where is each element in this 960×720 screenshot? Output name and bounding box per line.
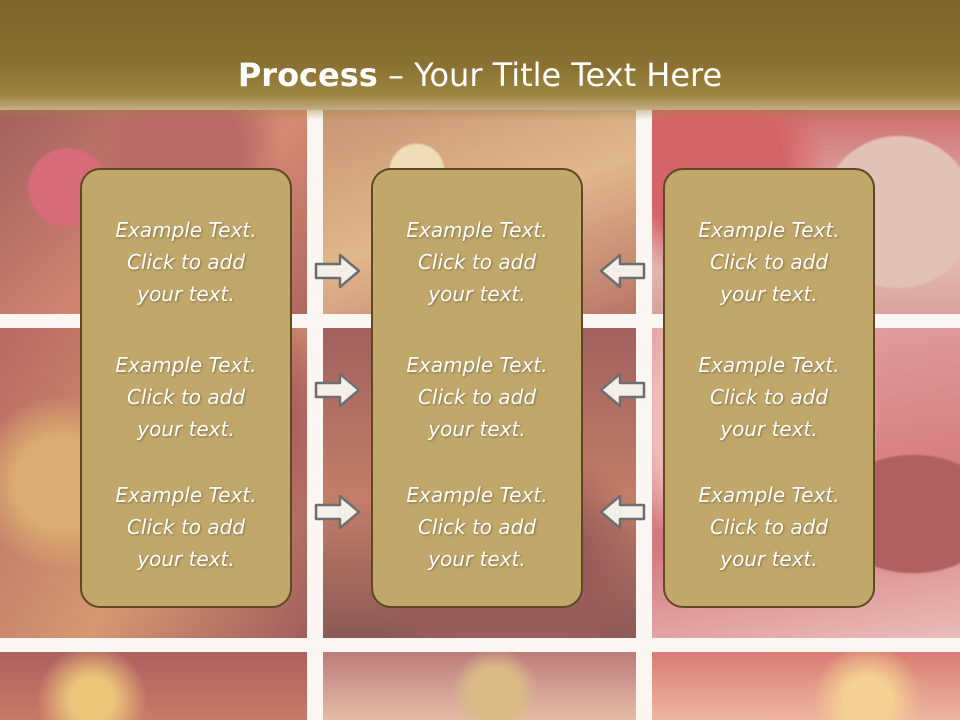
text-line: Click to add (126, 385, 246, 409)
text-line: Example Text. (406, 483, 548, 507)
collage-photo (652, 652, 960, 720)
text-line: Click to add (417, 250, 537, 274)
text-line: Example Text. (698, 218, 840, 242)
panel-text[interactable]: Example Text. Click to add your text. (665, 214, 873, 310)
panel-text[interactable]: Example Text. Click to add your text. (373, 349, 581, 445)
right-arrow-icon (314, 253, 361, 289)
text-line: Click to add (126, 250, 246, 274)
panel-text[interactable]: Example Text. Click to add your text. (82, 479, 290, 575)
text-line: your text. (720, 282, 818, 306)
grid-divider (636, 110, 652, 720)
left-arrow-icon (599, 253, 646, 289)
right-arrow-icon (314, 494, 361, 530)
text-line: your text. (720, 547, 818, 571)
text-line: your text. (428, 547, 526, 571)
text-line: Example Text. (115, 483, 257, 507)
process-panel-1[interactable]: Example Text. Click to add your text. Ex… (80, 168, 292, 608)
panel-text[interactable]: Example Text. Click to add your text. (665, 479, 873, 575)
panel-text[interactable]: Example Text. Click to add your text. (373, 214, 581, 310)
text-line: your text. (137, 547, 235, 571)
text-line: Example Text. (406, 218, 548, 242)
text-line: Example Text. (115, 218, 257, 242)
left-arrow-icon (599, 372, 646, 408)
collage-photo (0, 652, 307, 720)
panel-text[interactable]: Example Text. Click to add your text. (665, 349, 873, 445)
text-line: your text. (428, 282, 526, 306)
left-arrow-icon (599, 494, 646, 530)
text-line: your text. (137, 417, 235, 441)
grid-divider (0, 638, 960, 652)
title-band (0, 0, 960, 120)
text-line: Example Text. (115, 353, 257, 377)
text-line: Example Text. (698, 353, 840, 377)
text-line: your text. (137, 282, 235, 306)
text-line: Click to add (709, 385, 829, 409)
text-line: Click to add (417, 515, 537, 539)
text-line: Click to add (709, 250, 829, 274)
text-line: Click to add (126, 515, 246, 539)
text-line: Click to add (417, 385, 537, 409)
title-bold: Process (237, 56, 378, 94)
collage-photo (323, 652, 636, 720)
text-line: Example Text. (698, 483, 840, 507)
process-panel-3[interactable]: Example Text. Click to add your text. Ex… (663, 168, 875, 608)
panel-text[interactable]: Example Text. Click to add your text. (82, 349, 290, 445)
text-line: Example Text. (406, 353, 548, 377)
slide-title[interactable]: Process – Your Title Text Here (0, 56, 960, 94)
grid-divider (307, 110, 323, 720)
text-line: Click to add (709, 515, 829, 539)
panel-text[interactable]: Example Text. Click to add your text. (373, 479, 581, 575)
text-line: your text. (428, 417, 526, 441)
text-line: your text. (720, 417, 818, 441)
panel-text[interactable]: Example Text. Click to add your text. (82, 214, 290, 310)
right-arrow-icon (314, 372, 361, 408)
process-panel-2[interactable]: Example Text. Click to add your text. Ex… (371, 168, 583, 608)
title-rest: – Your Title Text Here (377, 56, 723, 94)
